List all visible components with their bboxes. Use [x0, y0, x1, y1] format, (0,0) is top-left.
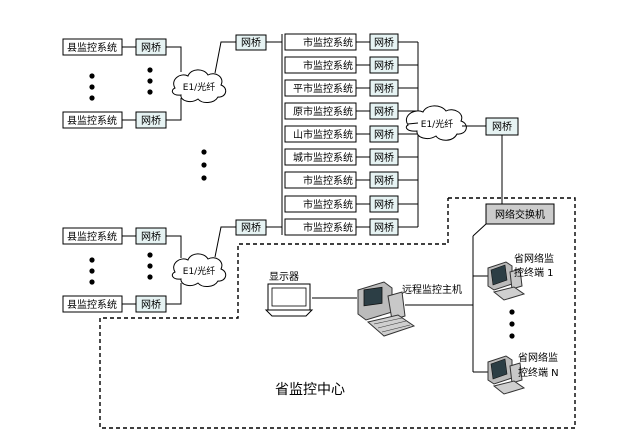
ellipsis-dot	[89, 84, 95, 90]
monitor-label: 显示器	[269, 271, 299, 283]
ellipsis-dot	[509, 321, 515, 327]
city-label: 城市监控系统	[293, 151, 353, 164]
cloud-icon: E1/光纤	[405, 105, 467, 141]
ellipsis-dot	[201, 162, 207, 168]
monitor-icon	[264, 283, 314, 317]
county-label: 县监控系统	[67, 114, 117, 127]
link	[166, 46, 182, 72]
link	[472, 223, 487, 237]
bridge-label: 网桥	[374, 175, 394, 187]
bridge-label: 网桥	[241, 222, 261, 234]
ellipsis-dot	[89, 73, 95, 79]
bridge-label: 网桥	[374, 60, 394, 72]
city-label: 市监控系统	[303, 36, 353, 49]
ellipsis-dot	[89, 279, 95, 285]
center-label: 省监控中心	[275, 382, 345, 398]
cloud-label: E1/光纤	[183, 265, 215, 277]
terminal-n-label: 省网络监	[518, 351, 558, 364]
link	[214, 226, 236, 258]
bridge-label: 网桥	[141, 299, 161, 311]
city-label: 市监控系统	[303, 198, 353, 211]
city-label: 原市监控系统	[293, 105, 353, 118]
bridge-label: 网桥	[374, 199, 394, 211]
ellipsis-dot	[89, 95, 95, 101]
ellipsis-dot	[147, 89, 153, 95]
ellipsis-dot	[147, 78, 153, 84]
link	[214, 41, 236, 74]
bridge-label: 网桥	[141, 231, 161, 243]
terminal-1-label: 控终端 1	[514, 266, 554, 279]
city-label: 市监控系统	[303, 221, 353, 234]
ellipsis-dot	[89, 257, 95, 263]
cloud-icon: E1/光纤	[171, 69, 227, 103]
cloud-label: E1/光纤	[183, 81, 215, 93]
city-column: 市监控系统 网桥 市监控系统 网桥 平市监控系统 网桥 原市监控系统 网桥 山市…	[281, 33, 419, 236]
ellipsis-dot	[201, 149, 207, 155]
bridge-label: 网桥	[141, 115, 161, 127]
bridge-label: 网桥	[241, 37, 261, 49]
ellipsis-dot	[509, 333, 515, 339]
link	[166, 98, 182, 121]
terminal-1-label: 省网络监	[514, 252, 554, 265]
ellipsis-dot	[89, 268, 95, 274]
county-label: 县监控系统	[67, 298, 117, 311]
county-group-top: 县监控系统 网桥 县监控系统 网桥 E1/光纤 网桥	[62, 34, 282, 129]
bridge-label: 网桥	[374, 106, 394, 118]
ellipsis-dot	[201, 175, 207, 181]
bridge-label: 网桥	[374, 37, 394, 49]
computer-icon	[487, 355, 526, 395]
link	[166, 283, 182, 305]
computer-icon	[487, 261, 526, 301]
ellipsis-dot	[147, 67, 153, 73]
remote-host-label: 远程监控主机	[402, 283, 462, 296]
bridge-label: 网桥	[374, 129, 394, 141]
county-label: 县监控系统	[67, 230, 117, 243]
county-label: 县监控系统	[67, 41, 117, 54]
switch-label: 网络交换机	[495, 208, 545, 221]
computer-icon	[357, 281, 416, 337]
cloud-icon: E1/光纤	[171, 253, 227, 287]
bridge-label: 网桥	[374, 83, 394, 95]
city-label: 市监控系统	[303, 174, 353, 187]
bridge-label: 网桥	[374, 222, 394, 234]
bridge-label: 网桥	[374, 152, 394, 164]
link	[166, 235, 182, 258]
bridge-label: 网桥	[492, 121, 512, 133]
ellipsis-dot	[147, 274, 153, 280]
city-label: 山市监控系统	[293, 128, 353, 141]
ellipsis-dot	[509, 309, 515, 315]
ellipsis-dot	[147, 252, 153, 258]
county-group-bottom: 县监控系统 网桥 县监控系统 网桥 E1/光纤 网桥	[62, 219, 282, 313]
city-label: 平市监控系统	[293, 82, 353, 95]
terminal-n-label: 控终端 N	[518, 366, 559, 379]
switch-box	[485, 203, 555, 225]
bridge-label: 网桥	[141, 42, 161, 54]
ellipsis-dot	[147, 263, 153, 269]
city-label: 市监控系统	[303, 59, 353, 72]
center-boundary	[99, 197, 576, 429]
cloud-label: E1/光纤	[421, 118, 453, 130]
link	[407, 122, 419, 125]
